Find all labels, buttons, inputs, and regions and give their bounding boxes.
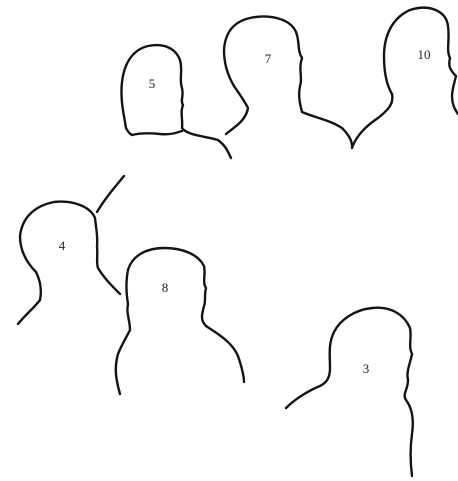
silhouette-5-outline [121,45,231,158]
silhouette-3: 3 [286,308,413,476]
figure-label: 10 [418,47,431,62]
figure-label: 5 [149,76,156,91]
figure-label: 7 [265,51,272,66]
silhouette-4-neck-line [97,176,124,212]
silhouette-4-outline [18,202,120,324]
figure-label: 8 [162,280,169,295]
figure-label: 3 [363,361,370,376]
silhouette-10: 10 [352,8,458,148]
silhouette-8-outline [116,248,244,394]
silhouette-4: 4 [18,176,124,324]
silhouette-7-outline [224,17,352,146]
silhouette-8: 8 [116,248,244,394]
silhouette-5-left-shoulder [126,128,182,135]
silhouette-5: 5 [121,45,231,158]
silhouette-10-outline [352,8,458,148]
figure-label: 4 [59,238,66,253]
silhouette-7: 7 [224,17,352,146]
silhouette-3-outline [286,308,413,476]
